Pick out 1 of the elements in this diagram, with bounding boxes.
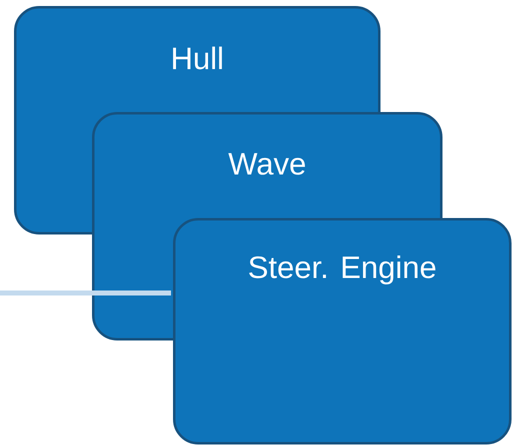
- rounded-box: Steer. Engine: [173, 218, 512, 444]
